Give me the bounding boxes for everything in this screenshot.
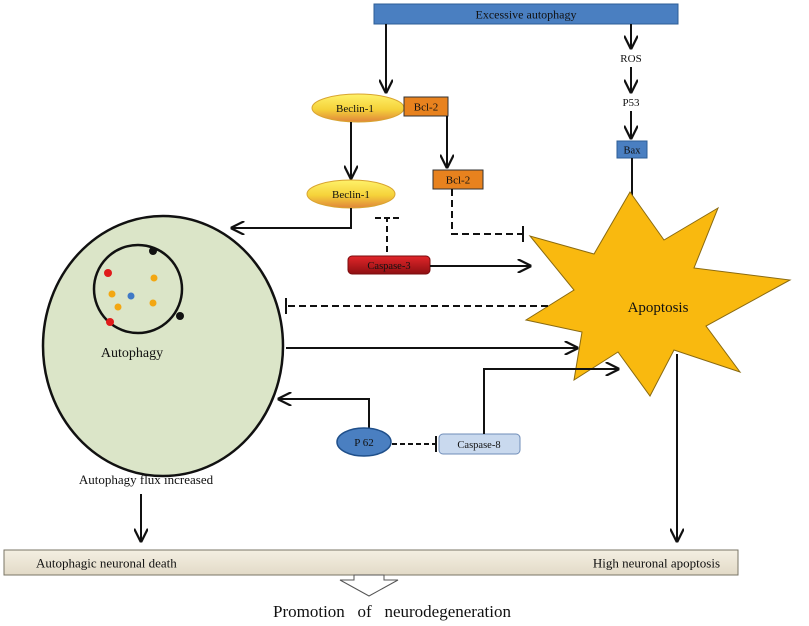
beclin1-mid-label: Beclin-1	[332, 189, 370, 201]
inhibit-bcl2-apoptosis	[451, 189, 523, 235]
excessive-autophagy-label: Excessive autophagy	[476, 8, 577, 22]
caspase8-box	[438, 433, 521, 455]
ros-label: ROS	[620, 53, 641, 65]
dot-orange-left-top	[108, 290, 116, 298]
bcl2-top-box	[403, 96, 449, 117]
arrow-caspase8-to-apoptosis	[483, 369, 618, 434]
p62-label: P 62	[354, 437, 373, 449]
p53-label: P53	[622, 97, 640, 109]
dot-orange-left-bottom	[114, 303, 122, 311]
high-apoptosis-label: High neuronal apoptosis	[593, 556, 720, 571]
autophagy-label: Autophagy	[101, 346, 163, 361]
arrow-beclin-to-autophagy	[232, 208, 352, 228]
caspase8-label: Caspase-8	[457, 440, 500, 451]
excessive-autophagy-box	[373, 3, 679, 25]
beclin1-top-label: Beclin-1	[336, 103, 374, 115]
apoptosis-label: Apoptosis	[628, 300, 689, 316]
dot-orange-right-top	[150, 274, 158, 282]
autophagic-death-label: Autophagic neuronal death	[36, 556, 177, 571]
autophagosome-circle	[92, 243, 184, 335]
autophagy-cell	[41, 214, 285, 478]
apoptosis-burst	[524, 191, 792, 397]
dot-blue-center	[127, 292, 135, 300]
dot-black-right	[176, 312, 184, 320]
autophagy-flux-label: Autophagy flux increased	[79, 472, 214, 487]
bcl2-mid-label: Bcl-2	[446, 175, 470, 187]
bax-label: Bax	[624, 146, 642, 157]
p62-ellipse	[336, 427, 392, 457]
bcl2-mid-box	[432, 169, 484, 190]
dot-red-top	[104, 269, 112, 277]
dot-orange-right-bottom	[149, 299, 157, 307]
dot-black-top	[149, 247, 157, 255]
down-hollow-arrow	[339, 574, 399, 597]
promotion-label: Promotion of neurodegeneration	[273, 602, 511, 621]
outcome-bar	[3, 549, 739, 576]
arrow-p62-to-autophagy	[279, 399, 370, 430]
caspase3-label: Caspase-3	[367, 261, 410, 272]
dot-red-bottom	[106, 318, 114, 326]
bcl2-top-label: Bcl-2	[414, 102, 438, 114]
